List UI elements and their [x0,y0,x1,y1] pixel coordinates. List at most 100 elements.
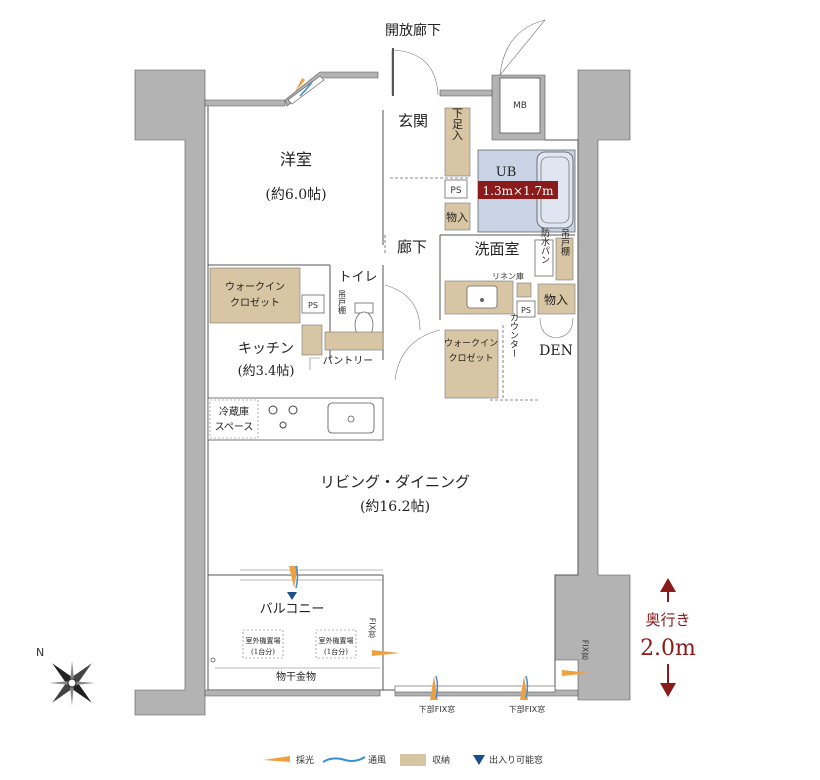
top-wall [204,99,286,107]
depth-value: 2.0m [640,636,696,661]
den-door-arcs [539,317,574,339]
wic2-door [394,329,441,381]
legend-daylight-icon [263,756,290,762]
living-size: (約16.2帖) [360,499,430,515]
daylight-arrows [289,78,590,700]
waterproof-pan [534,239,554,277]
mb-label: MB [513,101,527,111]
wic1-line1: ウォークイン [225,281,285,293]
western-room-label: 洋室 [280,150,312,169]
ventilation-arrows [295,81,529,699]
fridge-space [209,399,259,439]
ac-unit-1-line1: 室外機置場 [246,636,281,645]
legend-entry-window-icon [473,755,485,765]
fridge-line1: 冷蔵庫 [219,405,249,418]
vanity-drain [480,298,484,302]
laundry-label: 物干金物 [276,670,316,683]
walkin-closet-1 [209,267,301,324]
legend-ventilation-label: 通風 [368,755,386,766]
toilet-door [384,284,421,331]
ub-size-badge [478,181,558,199]
compass-icon [49,660,95,706]
balcony-sash [240,569,383,581]
den-label: DEN [539,343,573,359]
entrance-door-arc [391,49,439,96]
washroom-wall [439,234,575,320]
kitchen-sink-drain [347,415,355,423]
linen-box [516,282,532,298]
ac-unit-1-line2: (1台分) [251,647,275,656]
kitchen-label: キッチン [238,341,294,357]
storage-label: 物入 [446,210,468,224]
entrance-label: 玄関 [398,112,428,130]
lower-fix-1-label: 下部FIX窓 [419,704,455,714]
entry-window-markers [287,592,297,600]
wic2-line2: クロゼット [448,352,493,364]
storage2-label: 物入 [544,293,568,307]
ac-unit-2-line2: (1台分) [324,647,348,656]
balcony-label: バルコニー [260,602,325,617]
kitchen-size: (約3.4帖) [238,364,295,379]
fix-window-right-label: FIX窓 [581,640,590,660]
top-angled-wall [284,71,379,107]
depth-indicator [638,578,700,697]
ac-unit-2-line1: 室外機置場 [319,636,354,645]
depth-label: 奥行き [645,611,690,629]
storage-box [444,202,471,231]
pantry-leader [309,357,320,370]
balcony-drain [210,657,216,663]
corridor-label: 開放廊下 [385,22,441,39]
hanging-shelf-label: 吊戸棚 [559,228,570,256]
ps-box [444,179,468,199]
ac-unit-1 [242,629,284,659]
counter-line [490,325,540,401]
mb-box [499,77,541,134]
fridge-line2: スペース [215,422,254,433]
counter-label: カウンター [508,312,519,357]
toilet-shelf-label: 吊戸棚 [338,290,347,315]
ps3-label: PS [308,301,318,310]
hanging-shelf [555,237,574,281]
waterproof-pan-label: 防水パン [539,227,550,264]
western-room-size: (約6.0帖) [265,187,326,203]
fix-window-left-label: FIX窓 [368,618,377,638]
compass-north-label: N [36,646,44,659]
bottom-wall [204,689,381,697]
entrance-door-frame [392,48,394,96]
washroom-label: 洗面室 [474,240,519,258]
ub-size-label: 1.3m×1.7m [483,184,555,198]
hallway-label: 廊下 [397,238,427,256]
legend-ventilation-icon [322,756,366,763]
legend-storage-icon [400,754,426,766]
ps-label: PS [450,186,461,196]
top-wall-mid [439,89,493,97]
toilet-label: トイレ [338,270,377,285]
storage2-box [537,283,576,315]
legend-entry-window-label: 出入り可能窓 [489,754,543,766]
living-label: リビング・ダイニング [320,473,470,491]
ps2-label: PS [521,306,531,315]
ac-unit-2 [315,629,357,659]
ub-label: UB [496,165,517,180]
vanity-basin [466,285,498,309]
ps3-box [301,294,325,314]
wic1-line2: クロゼット [230,297,280,309]
ps2-box [516,300,536,318]
legend: 採光 通風 収納 出入り可能窓 [263,754,543,766]
walkin-closet-2 [444,329,499,399]
pantry-label: パントリー [323,355,374,367]
legend-daylight-label: 採光 [296,754,314,766]
toilet-counter [324,331,384,351]
linen-shelf-label: リネン庫 [492,271,524,281]
kitchen-sink [327,402,375,434]
mb-door-arc [499,19,546,76]
lower-fix-2-label: 下部FIX窓 [509,704,545,714]
stove-burners [268,405,298,429]
legend-storage-label: 収納 [432,754,450,766]
pantry-box [301,324,323,356]
wic2-line1: ウォークイン [444,338,498,349]
shoe-storage-label: 下足入 [451,108,464,141]
shoe-storage [444,107,471,177]
toilet-bowl-tank [354,302,374,314]
